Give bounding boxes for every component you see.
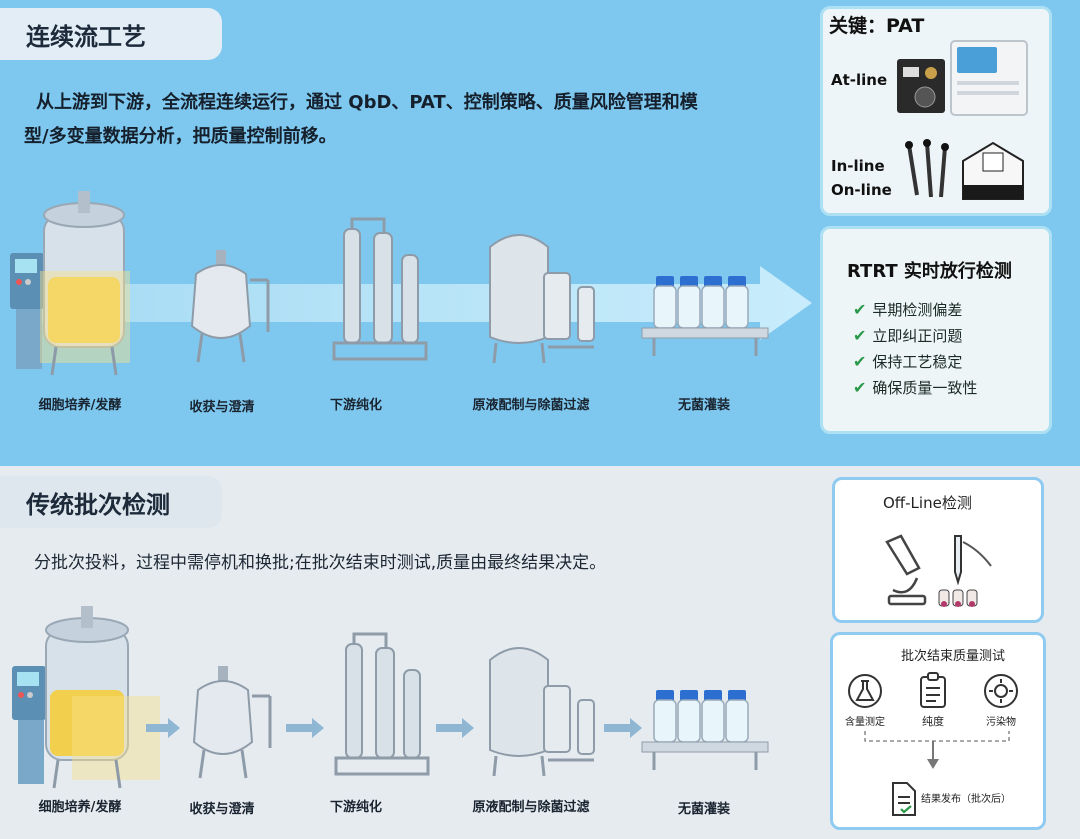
microscope-icon	[885, 534, 927, 606]
test-label-contaminants: 污染物	[986, 717, 1016, 728]
bioreactor-icon	[10, 191, 130, 376]
atline-analyzer-icon	[897, 59, 945, 113]
harvest-tank-icon	[190, 250, 270, 363]
test-label-purity: 纯度	[922, 715, 944, 728]
test-label-assay: 含量测定	[845, 717, 885, 728]
rtrt-item-label: 立即纠正问题	[872, 327, 963, 345]
stage-label-cell-culture: 细胞培养/发酵	[38, 398, 122, 413]
formulation-tank-icon	[489, 647, 595, 777]
continuous-process-title: 连续流工艺	[26, 22, 146, 51]
stage-label-filling: 无菌灌装	[677, 802, 730, 817]
continuous-process-description: 从上游到下游，全流程连续运行，通过 QbD、PAT、控制策略、质量风险管理和模 …	[24, 86, 804, 154]
description-line-1: 从上游到下游，全流程连续运行，通过 QbD、PAT、控制策略、质量风险管理和模	[36, 92, 698, 113]
stage-label-formulation: 原液配制与除菌过滤	[472, 398, 590, 413]
atline-label: At-line	[831, 71, 888, 89]
atline-instrument-icon	[950, 40, 1028, 116]
stage-label-formulation: 原液配制与除菌过滤	[472, 800, 590, 815]
inline-label: In-line	[831, 157, 885, 175]
online-label: On-line	[831, 181, 892, 199]
check-icon: ✔	[853, 300, 867, 319]
rtrt-item-label: 保持工艺稳定	[872, 353, 963, 371]
check-icon: ✔	[853, 326, 867, 345]
offline-panel: Off-Line检测	[832, 477, 1044, 623]
purification-columns-icon	[332, 217, 428, 361]
check-icon: ✔	[853, 352, 867, 371]
rtrt-item: ✔ 保持工艺稳定	[853, 351, 962, 372]
stage-label-purification: 下游纯化	[329, 398, 382, 413]
contaminant-icon	[984, 674, 1018, 708]
rtrt-panel: RTRT 实时放行检测 ✔ 早期检测偏差 ✔ 立即纠正问题 ✔ 保持工艺稳定 ✔…	[820, 226, 1052, 434]
stage-label-harvest: 收获与澄清	[189, 802, 255, 817]
stage-label-cell-culture: 细胞培养/发酵	[38, 800, 122, 815]
merge-connector	[864, 731, 1010, 769]
filling-vials-icon	[641, 276, 769, 356]
purification-columns-icon	[334, 632, 430, 776]
batch-test-title: 批次结束质量测试	[901, 649, 1006, 664]
stage-label-harvest: 收获与澄清	[189, 400, 255, 415]
inline-probes-icon	[905, 139, 949, 198]
offline-title: Off-Line检测	[883, 494, 972, 512]
flask-icon	[848, 674, 882, 708]
formulation-tank-icon	[489, 234, 595, 364]
rtrt-item: ✔ 确保质量一致性	[853, 377, 977, 398]
flow-arrow-icon	[436, 718, 474, 738]
batch-process-title: 传统批次检测	[26, 490, 170, 519]
flow-arrow-icon	[146, 718, 180, 738]
rtrt-title: RTRT 实时放行检测	[847, 261, 1012, 282]
bioreactor-icon	[12, 606, 160, 789]
report-icon	[892, 782, 916, 816]
rtrt-item-label: 确保质量一致性	[872, 379, 978, 397]
batch-test-panel: 批次结束质量测试 含量测定 纯度 污染物 结果发布（批次后）	[830, 632, 1046, 830]
check-icon: ✔	[853, 378, 867, 397]
batch-process-tab: 传统批次检测	[0, 476, 222, 528]
pat-panel: 关键：PAT At-line In-line On-line	[820, 6, 1052, 216]
rtrt-item: ✔ 立即纠正问题	[853, 325, 962, 346]
result-release-label: 结果发布（批次后）	[921, 794, 1011, 805]
flow-arrow-icon	[604, 718, 642, 738]
online-analyzer-icon	[962, 141, 1024, 200]
rtrt-item-label: 早期检测偏差	[872, 301, 963, 319]
description-line-2: 型/多变量数据分析，把质量控制前移。	[24, 126, 337, 147]
stage-label-filling: 无菌灌装	[677, 398, 730, 413]
harvest-tank-icon	[192, 666, 272, 779]
pat-title: 关键：PAT	[829, 15, 925, 37]
filling-vials-icon	[641, 690, 769, 770]
continuous-process-tab: 连续流工艺	[0, 8, 222, 60]
pipette-icon	[938, 535, 992, 607]
clipboard-icon	[920, 672, 946, 708]
flow-arrow-icon	[286, 718, 324, 738]
rtrt-item: ✔ 早期检测偏差	[853, 299, 962, 320]
batch-process-description: 分批次投料，过程中需停机和换批;在批次结束时测试,质量由最终结果决定。	[34, 553, 607, 573]
stage-label-purification: 下游纯化	[329, 800, 382, 815]
